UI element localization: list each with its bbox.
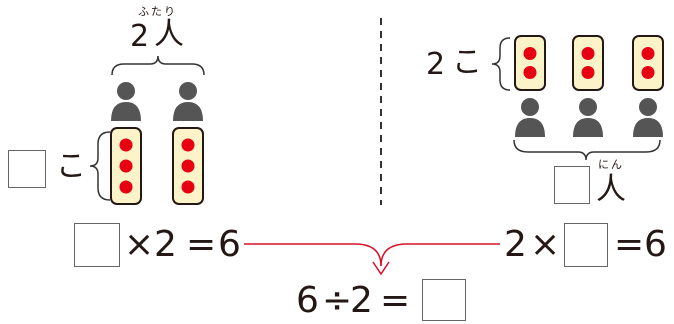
red-ball <box>523 66 537 79</box>
people-ruby-right: にん <box>598 158 624 171</box>
side-brace-right <box>491 37 511 91</box>
answer-box-eq-left[interactable] <box>74 223 120 267</box>
people-unit-left: 人 <box>154 17 184 52</box>
people-count-left: 2 <box>130 19 150 54</box>
person-icon <box>633 98 663 137</box>
bottom-brace-right <box>513 139 661 161</box>
answer-box-eq-bottom[interactable] <box>422 279 466 321</box>
red-ball <box>119 138 133 152</box>
eq-right-times: × <box>530 224 561 265</box>
ball-card <box>172 127 204 205</box>
eq-bottom-divisor: 2 <box>350 280 373 321</box>
people-ruby-left: ふたり <box>138 5 177 18</box>
red-ball <box>581 66 595 79</box>
eq-left-times: × <box>124 224 155 265</box>
eq-left-factor: 2 <box>154 224 177 265</box>
eq-left-result: 6 <box>218 224 241 265</box>
person-icon <box>111 82 141 121</box>
side-brace-left <box>89 131 111 201</box>
red-ball <box>181 159 195 173</box>
ball-card <box>110 127 142 205</box>
person-icon <box>173 82 203 121</box>
eq-right-factor: 2 <box>504 224 527 265</box>
eq-right-equals: = <box>614 224 645 265</box>
red-ball <box>181 180 195 194</box>
red-ball <box>641 47 655 60</box>
ball-card <box>572 35 604 91</box>
ball-card <box>632 35 664 91</box>
people-unit-right: 人 <box>596 172 626 207</box>
ball-card <box>514 35 546 91</box>
down-arrow-icon <box>372 261 390 276</box>
per-person-count-right: 2 <box>426 47 446 82</box>
answer-box-right-people[interactable] <box>554 166 590 204</box>
eq-bottom-equals: = <box>380 280 411 321</box>
red-ball <box>119 180 133 194</box>
answer-box-left-count[interactable] <box>8 150 46 188</box>
red-ball <box>523 47 537 60</box>
person-icon <box>515 98 545 137</box>
eq-bottom-dividend: 6 <box>296 280 319 321</box>
red-ball <box>581 47 595 60</box>
connector-line-right <box>380 243 500 267</box>
red-ball <box>641 66 655 79</box>
per-person-unit-right: こ <box>452 45 482 80</box>
answer-box-eq-right[interactable] <box>564 223 608 267</box>
eq-right-result: 6 <box>644 224 667 265</box>
per-person-unit-left: こ <box>56 149 86 184</box>
person-icon <box>573 98 603 137</box>
eq-left-equals: = <box>186 224 217 265</box>
eq-bottom-divide: ÷ <box>322 280 353 321</box>
top-brace-left <box>111 55 205 76</box>
connector-line <box>244 243 382 267</box>
red-ball <box>119 159 133 173</box>
red-ball <box>181 138 195 152</box>
